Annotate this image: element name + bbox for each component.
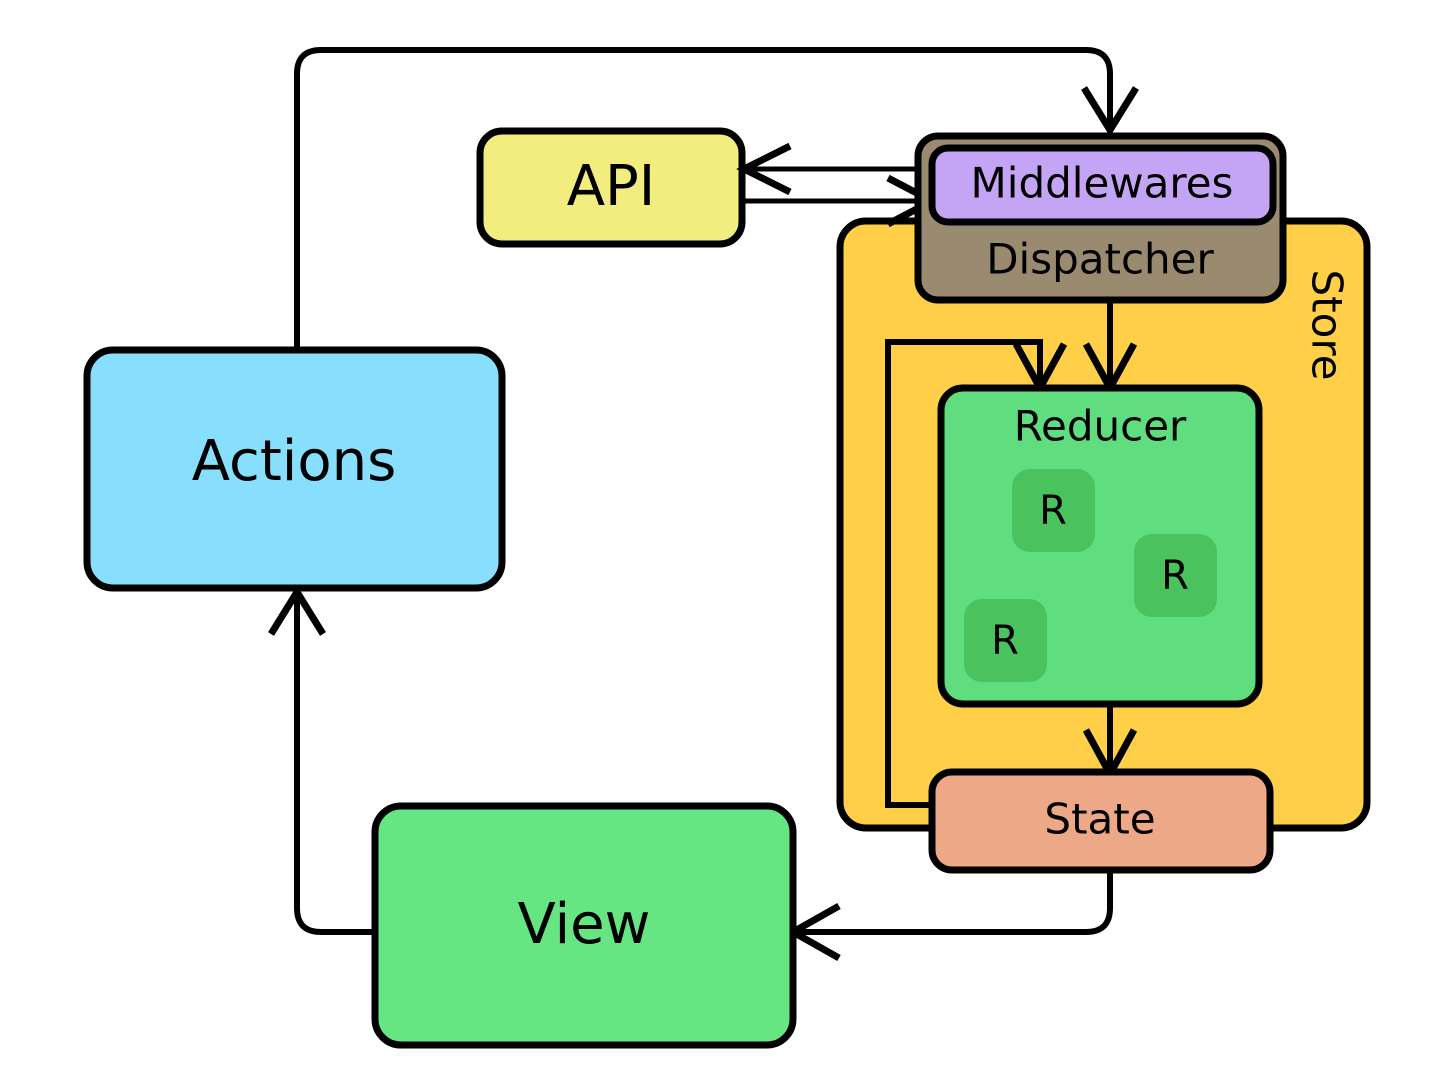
node-api[interactable]: API: [476, 127, 746, 248]
sub-reducer-3[interactable]: R: [964, 599, 1047, 682]
dispatcher-label: Dispatcher: [986, 235, 1214, 284]
sub-reducer-2-label: R: [1161, 553, 1189, 599]
edge-view-to-actions: [268, 585, 375, 935]
node-actions[interactable]: Actions: [83, 346, 506, 592]
sub-reducer-1[interactable]: R: [1012, 469, 1095, 552]
sub-reducer-2[interactable]: R: [1134, 534, 1217, 617]
edge-state-to-view: [785, 870, 1113, 962]
actions-label: Actions: [192, 429, 397, 494]
sub-reducer-1-label: R: [1039, 488, 1067, 534]
node-middlewares[interactable]: Middlewares: [928, 144, 1277, 226]
sub-reducer-3-label: R: [991, 618, 1019, 664]
middlewares-label: Middlewares: [971, 159, 1234, 208]
node-reducer[interactable]: Reducer R R R: [937, 384, 1263, 708]
api-label: API: [567, 154, 656, 219]
node-state[interactable]: State: [928, 768, 1274, 874]
state-label: State: [1044, 795, 1155, 844]
edge-middlewares-to-api: [736, 142, 932, 196]
reducer-label: Reducer: [1014, 402, 1187, 451]
store-label: Store: [1303, 269, 1352, 380]
view-label: View: [518, 892, 651, 957]
node-view[interactable]: View: [371, 802, 797, 1049]
edge-actions-to-dispatcher: [294, 47, 1139, 350]
